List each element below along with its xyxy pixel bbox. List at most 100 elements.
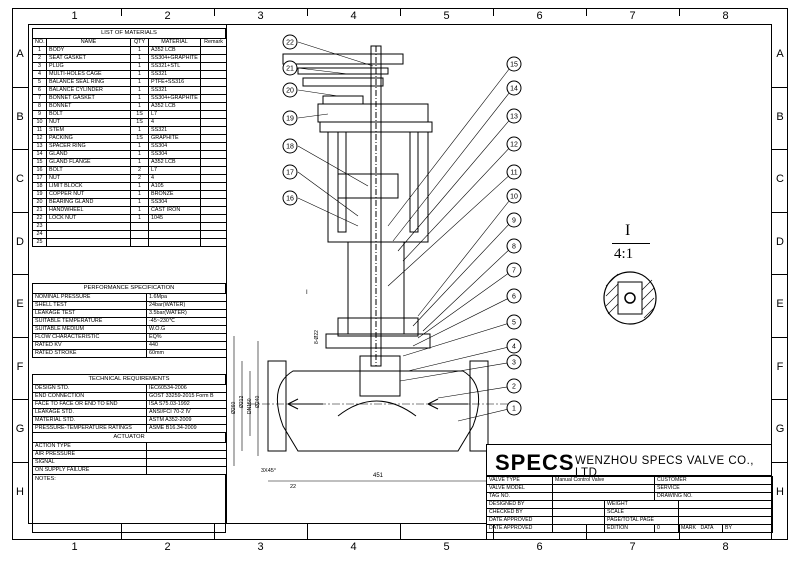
balloon-number: 16 bbox=[286, 196, 294, 203]
row-label: C bbox=[16, 173, 24, 186]
balloon-number: 13 bbox=[510, 114, 518, 121]
actuator-title: ACTUATOR bbox=[32, 433, 226, 442]
materials-cell: 1 bbox=[130, 190, 149, 199]
materials-cell: A352 LCB bbox=[148, 46, 201, 55]
row-label: A bbox=[16, 48, 24, 61]
balloon-number: 15 bbox=[510, 62, 518, 69]
materials-cell: L7 bbox=[148, 166, 201, 175]
technical-row-cell: LEAKAGE STD. bbox=[32, 408, 147, 417]
materials-cell: SS304+GRAPHITE bbox=[148, 94, 201, 103]
materials-cell bbox=[200, 230, 227, 239]
handwheel bbox=[282, 53, 404, 65]
materials-cell bbox=[200, 238, 227, 247]
materials-cell: 4 bbox=[32, 70, 47, 79]
materials-cell: 9 bbox=[32, 110, 47, 119]
balloon-number: 22 bbox=[286, 40, 294, 47]
label-weight: WEIGHT bbox=[604, 500, 679, 509]
materials-cell: 6 bbox=[32, 86, 47, 95]
column-label: 1 bbox=[71, 10, 78, 22]
balloon-number: 21 bbox=[286, 66, 294, 73]
materials-cell: 1S bbox=[130, 134, 149, 143]
materials-cell: 15 bbox=[32, 158, 47, 167]
detail-label: I bbox=[625, 222, 631, 239]
grid-tick bbox=[772, 399, 788, 400]
company-logo: SPECS bbox=[495, 450, 575, 475]
balloon-callout: 21 bbox=[282, 60, 298, 76]
row-label: A bbox=[776, 48, 784, 61]
materials-cell: A352 LCB bbox=[148, 102, 201, 111]
materials-cell: 16 bbox=[32, 166, 47, 175]
row-label: F bbox=[776, 360, 784, 373]
technical-row-cell: GOST 33259-2015 Form B bbox=[146, 392, 227, 401]
materials-row: 25 bbox=[32, 238, 227, 247]
grid-tick bbox=[772, 274, 788, 275]
materials-cell: GRAPHITE bbox=[148, 134, 201, 143]
performance-row-cell: LEAKAGE TEST bbox=[32, 309, 147, 318]
row-label: H bbox=[776, 485, 784, 498]
balloon-callout: 2 bbox=[506, 378, 522, 394]
materials-cell: 1 bbox=[130, 198, 149, 207]
materials-cell: 25 bbox=[32, 238, 47, 247]
column-label: 5 bbox=[443, 541, 450, 553]
materials-cell bbox=[200, 102, 227, 111]
performance-row-cell: SUITABLE MEDIUM bbox=[32, 325, 147, 334]
balloon-number: 20 bbox=[286, 88, 294, 95]
label-valve-model: VALVE MODEL bbox=[486, 484, 553, 493]
notes-box: NOTES: bbox=[32, 475, 226, 533]
materials-row: 23 bbox=[32, 222, 227, 231]
balloon-callout: 11 bbox=[506, 164, 522, 180]
actuator-row: AIR PRESSURE bbox=[32, 450, 227, 459]
materials-cell: COPPER NUT bbox=[46, 190, 131, 199]
materials-cell bbox=[200, 214, 227, 223]
performance-row-cell: 440 bbox=[146, 341, 227, 350]
materials-cell: STEM bbox=[46, 126, 131, 135]
dim-dn150: DN150 bbox=[247, 398, 253, 414]
materials-cell bbox=[130, 230, 149, 239]
materials-cell: PLUG bbox=[46, 62, 131, 71]
row-label: F bbox=[16, 360, 24, 373]
materials-cell: 2 bbox=[130, 166, 149, 175]
technical-row-cell: PRESSURE-TEMPERATURE RATINGS bbox=[32, 424, 147, 433]
materials-cell: 18 bbox=[32, 182, 47, 191]
materials-cell bbox=[200, 86, 227, 95]
materials-cell: 3 bbox=[32, 62, 47, 71]
materials-cell: HANDWHEEL bbox=[46, 206, 131, 215]
label-checked-by: CHECKED BY bbox=[486, 508, 553, 517]
technical-row-cell: DESIGN STD. bbox=[32, 384, 147, 393]
balloon-number: 11 bbox=[510, 170, 517, 177]
grid-tick bbox=[400, 8, 401, 16]
materials-row: 24 bbox=[32, 230, 227, 239]
materials-cell bbox=[200, 54, 227, 63]
balloon-callout: 8 bbox=[506, 238, 522, 254]
balloon-callout: 22 bbox=[282, 34, 298, 50]
grid-tick bbox=[772, 211, 788, 213]
column-label: 6 bbox=[536, 10, 543, 22]
actuator-row-cell bbox=[146, 458, 227, 467]
materials-cell bbox=[200, 142, 227, 151]
row-label: G bbox=[15, 423, 25, 436]
materials-cell: NUT bbox=[46, 118, 131, 127]
dim-dia212: Ø212 bbox=[239, 396, 245, 408]
materials-cell bbox=[200, 206, 227, 215]
performance-row-cell: 3.5bar(WATER) bbox=[146, 309, 227, 318]
row-label: D bbox=[16, 235, 24, 248]
performance-row-cell: 60mm bbox=[146, 349, 227, 358]
balloon-number: 10 bbox=[510, 194, 518, 201]
technical-row-cell: ASTM A352-2009 bbox=[146, 416, 227, 425]
technical-row-cell: ANSI/FCI 70-2 IV bbox=[146, 408, 227, 417]
row-label: D bbox=[776, 235, 784, 248]
grid-tick bbox=[586, 524, 587, 540]
materials-cell: 8 bbox=[32, 102, 47, 111]
title-header: SPECS WENZHOU SPECS VALVE CO., LTD bbox=[487, 445, 771, 479]
